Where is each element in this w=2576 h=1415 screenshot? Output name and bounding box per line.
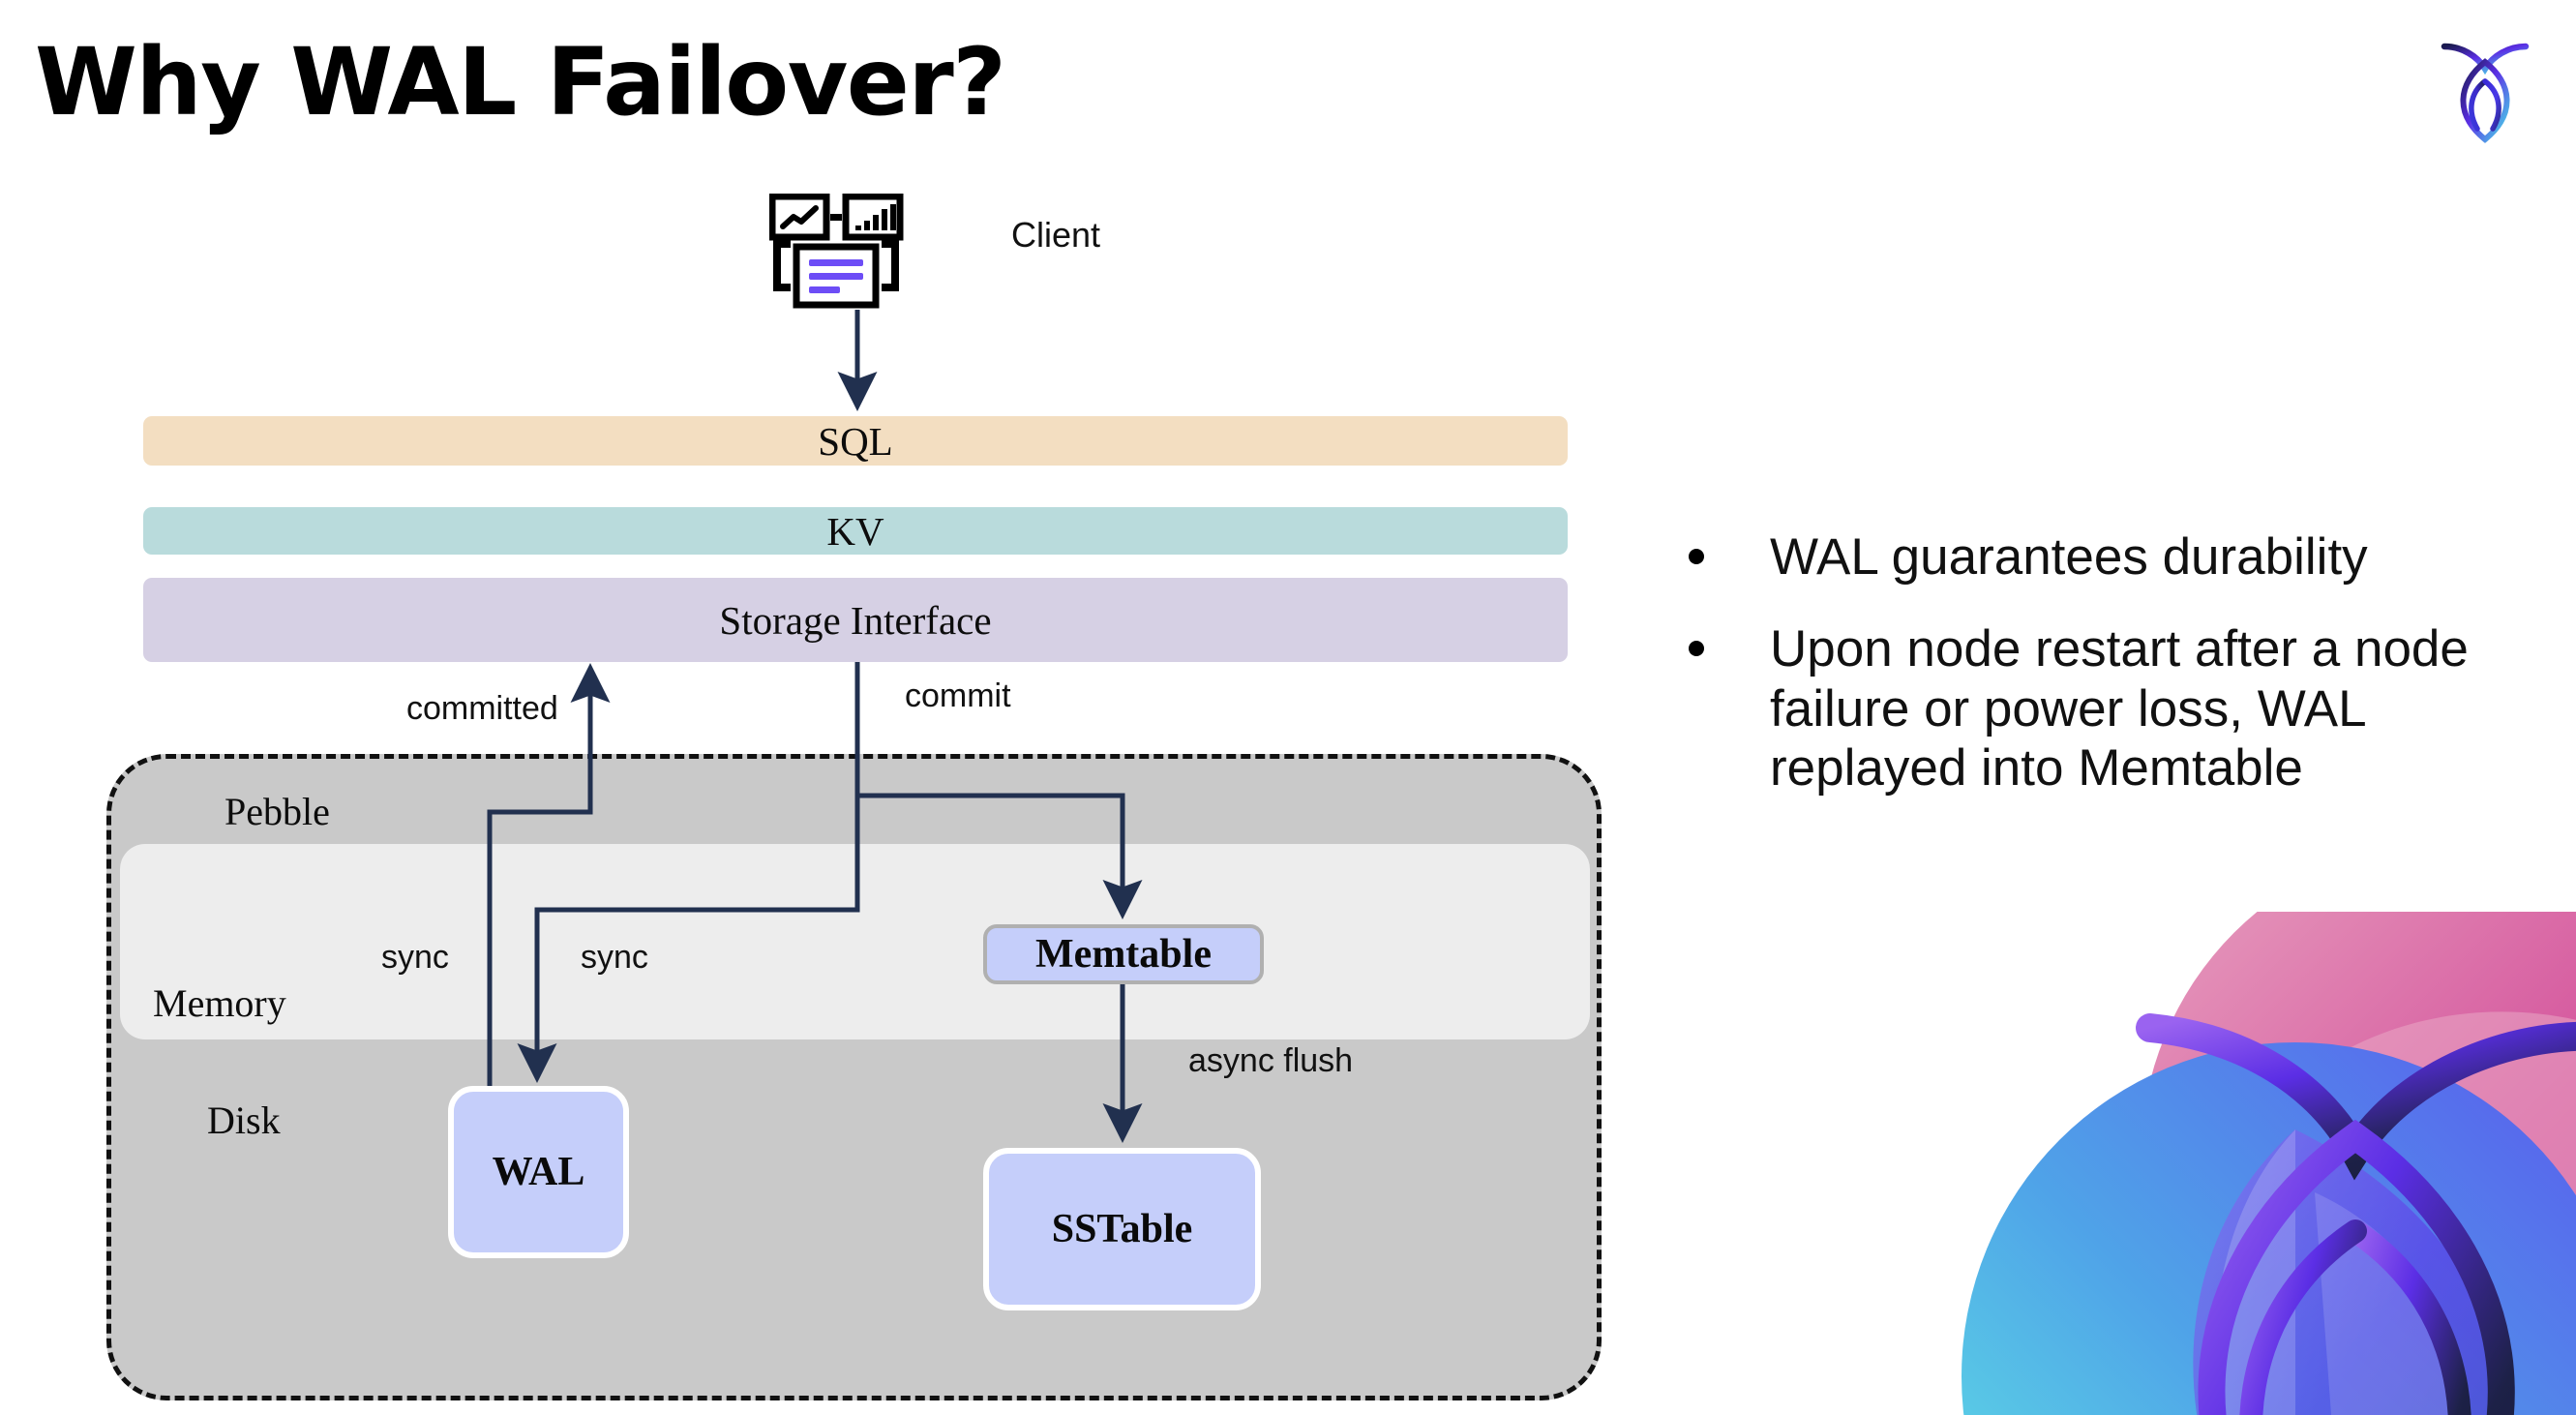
bullet-text: Upon node restart after a node failure o… xyxy=(1770,620,2469,798)
layer-label-sql: SQL xyxy=(818,418,893,464)
node-memtable: Memtable xyxy=(983,924,1264,984)
node-label-wal: WAL xyxy=(492,1150,585,1194)
edge-label-sync-left: sync xyxy=(381,939,449,976)
node-sstable: SSTable xyxy=(983,1148,1261,1310)
disk-label: Disk xyxy=(207,1099,281,1142)
client-label: Client xyxy=(1011,215,1101,255)
page-title: Why WAL Failover? xyxy=(35,28,1006,136)
list-item: WAL guarantees durability xyxy=(1689,527,2492,587)
memory-label: Memory xyxy=(153,981,286,1025)
node-label-sstable: SSTable xyxy=(1051,1207,1193,1251)
layer-bar-storage-interface: Storage Interface xyxy=(143,578,1568,662)
cockroachdb-watermark-icon xyxy=(1962,912,2576,1415)
bullet-list: WAL guarantees durability Upon node rest… xyxy=(1689,527,2492,831)
pebble-label: Pebble xyxy=(225,790,330,833)
bullet-dot-icon xyxy=(1689,641,1704,657)
bullet-text: WAL guarantees durability xyxy=(1770,528,2368,586)
client-dashboard-icon xyxy=(769,194,904,309)
edge-label-async-flush: async flush xyxy=(1188,1042,1354,1079)
node-wal: WAL xyxy=(448,1086,629,1258)
edge-label-commit: commit xyxy=(905,677,1011,714)
bullet-dot-icon xyxy=(1689,549,1704,564)
edge-label-sync-right: sync xyxy=(581,939,648,976)
layer-label-storage-interface: Storage Interface xyxy=(719,597,992,643)
layer-bar-kv: KV xyxy=(143,507,1568,555)
cockroachdb-logo-icon xyxy=(2441,43,2530,143)
node-label-memtable: Memtable xyxy=(1035,932,1212,977)
list-item: Upon node restart after a node failure o… xyxy=(1689,619,2492,798)
edge-label-committed: committed xyxy=(406,690,558,727)
layer-label-kv: KV xyxy=(826,508,884,554)
memory-region xyxy=(120,844,1590,1039)
layer-bar-sql: SQL xyxy=(143,416,1568,466)
